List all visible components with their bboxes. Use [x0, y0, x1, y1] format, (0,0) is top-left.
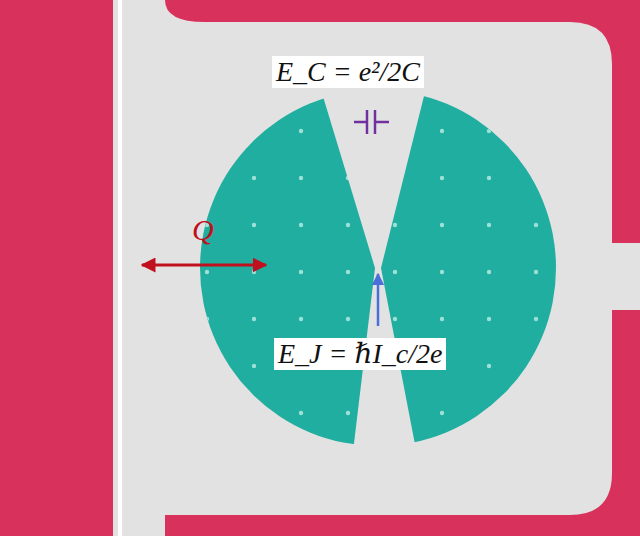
junction-gap — [318, 80, 428, 460]
gap-region — [113, 22, 612, 515]
corner — [165, 0, 205, 22]
feedline-gap — [600, 243, 640, 310]
center-line — [118, 0, 122, 536]
junction-pointer — [377, 274, 380, 326]
charge-label: Q — [192, 214, 214, 246]
charging-energy-label: E_C = e²/2C — [272, 56, 424, 88]
charge-arrow — [142, 264, 266, 267]
josephson-energy-label: E_J = ℏI_c/2e — [274, 338, 446, 370]
capacitor-symbol — [354, 110, 389, 134]
